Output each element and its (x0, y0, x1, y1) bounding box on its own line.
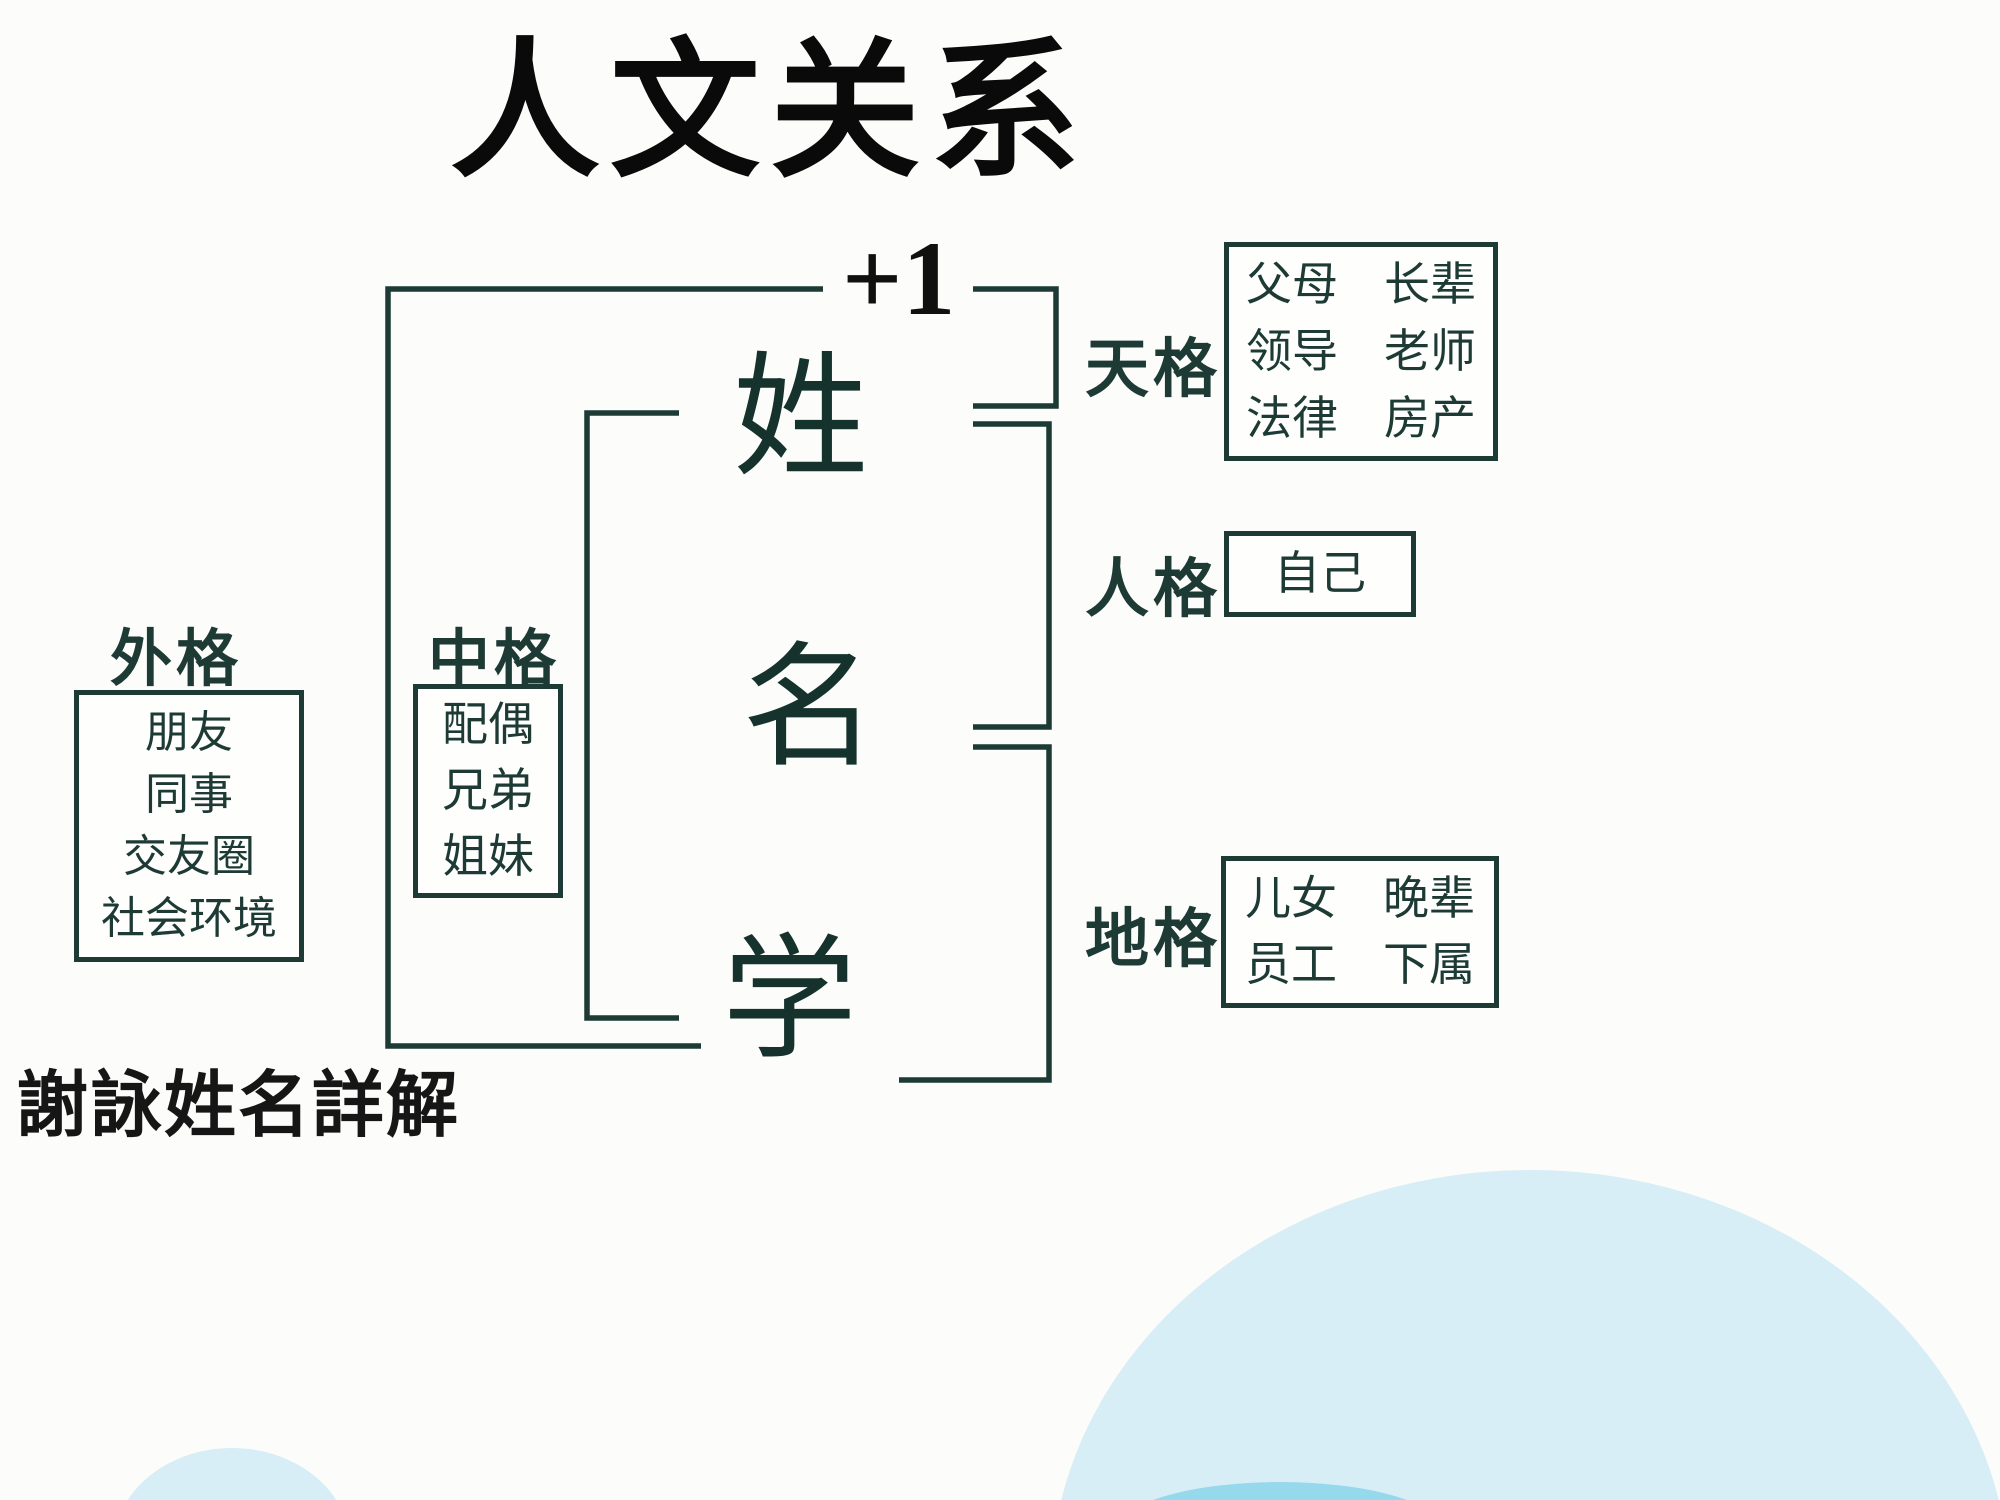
middle-grid-box: 配偶 兄弟 姐妹 (413, 684, 563, 898)
corner-blob-bottom-right (1061, 1170, 1999, 1500)
middle-grid-bracket-line (584, 410, 679, 1021)
earth-grid-box: 儿女 晚辈 员工 下属 (1221, 856, 1499, 1008)
middle-grid-line: 配偶 (442, 699, 534, 750)
outer-grid-bracket-line (385, 286, 823, 1049)
watermark-signature: 謝詠姓名詳解 (16, 1063, 461, 1147)
person-grid-line: 自己 (1274, 548, 1366, 599)
outer-grid-line: 朋友 (145, 708, 233, 757)
middle-grid-label: 中格 (428, 626, 561, 694)
heaven-grid-line: 领导 老师 (1246, 326, 1476, 377)
heaven-grid-line: 法律 房产 (1246, 393, 1476, 444)
outer-grid-line: 同事 (145, 770, 233, 819)
person-grid-bracket-line (973, 421, 1052, 730)
plus-one-annotation: +1 (842, 220, 956, 337)
person-grid-label: 人格 (1085, 554, 1221, 625)
middle-grid-line: 姐妹 (442, 831, 534, 882)
earth-grid-line: 员工 下属 (1245, 939, 1475, 990)
heaven-grid-box: 父母 长辈 领导 老师 法律 房产 (1224, 242, 1498, 461)
person-grid-box: 自己 (1224, 531, 1416, 617)
page-title: 人文关系 (449, 30, 1090, 196)
name-char-surname: 姓 (733, 345, 868, 494)
name-char-given-first: 名 (742, 635, 877, 784)
middle-grid-line: 兄弟 (442, 765, 534, 816)
heaven-grid-line: 父母 长辈 (1246, 259, 1476, 310)
name-char-given-second: 学 (722, 927, 857, 1076)
earth-grid-bracket-line (899, 744, 1052, 1083)
outer-grid-box: 朋友 同事 交友圈 社会环境 (74, 690, 304, 962)
outer-grid-line: 社会环境 (101, 894, 277, 943)
earth-grid-line: 儿女 晚辈 (1245, 873, 1475, 924)
outer-grid-label: 外格 (110, 626, 243, 694)
heaven-grid-label: 天格 (1085, 334, 1221, 405)
corner-blob-bottom-left (127, 1448, 337, 1500)
outer-grid-line: 交友圈 (123, 832, 255, 881)
bottom-edge-accent-blob (1153, 1482, 1407, 1500)
earth-grid-label: 地格 (1085, 904, 1221, 975)
heaven-grid-bracket-line (973, 286, 1059, 409)
